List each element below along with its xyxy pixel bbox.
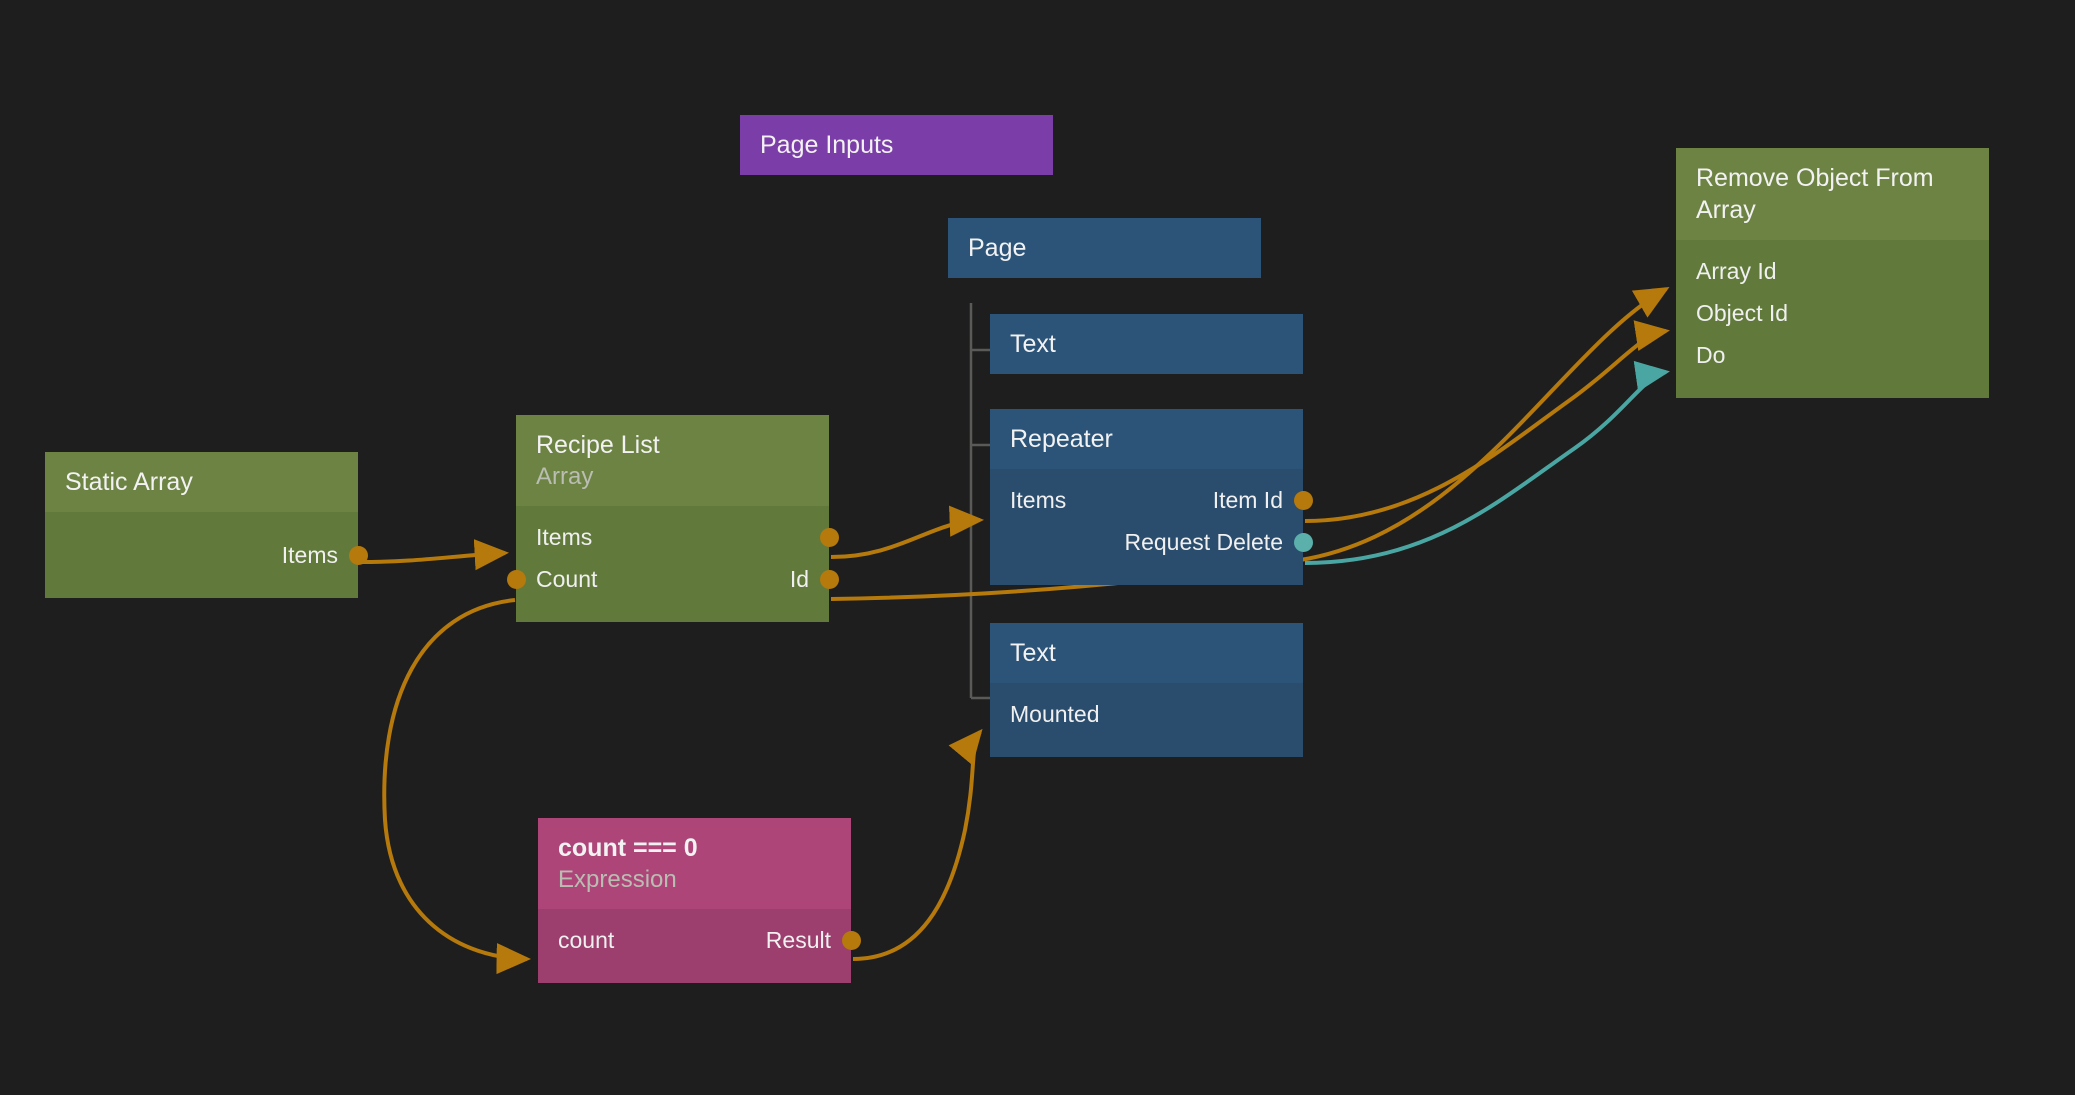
node-repeater-title: Repeater bbox=[1010, 425, 1113, 453]
port-dot-expression-result[interactable] bbox=[841, 930, 861, 950]
wire-recipe-list-out0-to-repeater-items bbox=[830, 505, 984, 559]
wire-expression-result-to-text-mounted bbox=[852, 728, 983, 961]
port-dot-repeater-request-delete[interactable] bbox=[1293, 532, 1313, 552]
port-dot-repeater-item-id[interactable] bbox=[1293, 490, 1313, 510]
port-row-recipe-list-count[interactable]: Count Id bbox=[506, 558, 839, 600]
port-label-repeater-item-id: Item Id bbox=[1212, 487, 1283, 513]
node-remove-object-from-array-title: Remove Object From Array bbox=[1696, 164, 1940, 224]
node-recipe-list-body: Items Count Id bbox=[506, 506, 839, 622]
node-expression-subtitle: Expression bbox=[558, 866, 677, 893]
node-expression-header[interactable]: count === 0 Expression bbox=[538, 818, 851, 909]
node-remove-object-from-array-header[interactable]: Remove Object From Array bbox=[1676, 148, 1989, 240]
port-row-remove-object-do[interactable]: Do bbox=[1676, 334, 1989, 376]
node-text-bottom[interactable]: Text Mounted bbox=[990, 623, 1303, 757]
port-row-repeater-items[interactable]: Items Item Id bbox=[990, 479, 1313, 521]
node-repeater-body: Items Item Id Request Delete bbox=[990, 469, 1313, 585]
wire-repeater-item-id-to-remove-object-object-id bbox=[1304, 320, 1670, 523]
port-row-expression-count[interactable]: count Result bbox=[538, 919, 861, 961]
node-expression[interactable]: count === 0 Expression count Result bbox=[538, 818, 861, 983]
port-row-repeater-request-delete[interactable]: Request Delete bbox=[990, 521, 1313, 563]
node-text-bottom-header[interactable]: Text bbox=[990, 623, 1303, 683]
node-remove-object-from-array-body: Array Id Object Id Do bbox=[1676, 240, 1989, 398]
port-label-repeater-items: Items bbox=[1010, 487, 1067, 513]
port-row-text-mounted[interactable]: Mounted bbox=[990, 693, 1303, 735]
node-page-inputs-title: Page Inputs bbox=[760, 131, 894, 159]
node-page-title: Page bbox=[968, 234, 1027, 262]
node-page[interactable]: Page bbox=[948, 218, 1261, 278]
port-label-remove-object-do: Do bbox=[1696, 342, 1726, 368]
port-row-recipe-list-items[interactable]: Items bbox=[516, 516, 839, 558]
port-dot-static-array-items[interactable] bbox=[348, 545, 368, 565]
node-text-top-header[interactable]: Text bbox=[990, 314, 1303, 374]
node-recipe-list-title: Recipe List bbox=[536, 431, 660, 459]
node-static-array[interactable]: Static Array Items bbox=[45, 452, 368, 598]
node-text-bottom-title: Text bbox=[1010, 639, 1056, 667]
port-label-remove-object-object-id: Object Id bbox=[1696, 300, 1789, 326]
port-dot-recipe-list-out0[interactable] bbox=[819, 527, 839, 547]
port-label-expression-result: Result bbox=[765, 927, 831, 953]
node-page-inputs-header[interactable]: Page Inputs bbox=[740, 115, 1053, 175]
port-row-remove-object-array-id[interactable]: Array Id bbox=[1676, 250, 1989, 292]
port-label-repeater-request-delete: Request Delete bbox=[1124, 529, 1283, 555]
port-label-remove-object-array-id: Array Id bbox=[1696, 258, 1777, 284]
node-text-bottom-body: Mounted bbox=[990, 683, 1303, 757]
port-dot-recipe-list-id[interactable] bbox=[819, 569, 839, 589]
node-expression-title: count === 0 bbox=[558, 834, 698, 862]
node-static-array-header[interactable]: Static Array bbox=[45, 452, 358, 512]
node-repeater-header[interactable]: Repeater bbox=[990, 409, 1303, 469]
node-page-header[interactable]: Page bbox=[948, 218, 1261, 278]
node-static-array-title: Static Array bbox=[65, 468, 193, 496]
node-repeater[interactable]: Repeater Items Item Id Request Delete bbox=[990, 409, 1313, 585]
port-row-remove-object-object-id[interactable]: Object Id bbox=[1676, 292, 1989, 334]
wire-recipe-list-count-to-expression-count bbox=[382, 598, 531, 975]
node-remove-object-from-array[interactable]: Remove Object From Array Array Id Object… bbox=[1676, 148, 1989, 398]
wire-static-array-items-to-recipe-list-items bbox=[359, 539, 509, 571]
node-text-top[interactable]: Text bbox=[990, 314, 1303, 374]
port-row-static-array-items[interactable]: Items bbox=[45, 534, 368, 576]
node-recipe-list-header[interactable]: Recipe List Array bbox=[516, 415, 829, 506]
wire-repeater-request-delete-to-remove-object-do bbox=[1304, 360, 1670, 565]
port-label-expression-count: count bbox=[558, 927, 615, 953]
port-label-recipe-list-items: Items bbox=[536, 524, 593, 550]
port-label-recipe-list-count: Count bbox=[536, 566, 598, 592]
node-recipe-list-subtitle: Array bbox=[536, 463, 594, 490]
port-dot-recipe-list-count[interactable] bbox=[506, 569, 526, 589]
node-recipe-list[interactable]: Recipe List Array Items Count Id bbox=[506, 415, 839, 622]
node-expression-body: count Result bbox=[538, 909, 861, 983]
port-label-text-mounted: Mounted bbox=[1010, 701, 1100, 727]
port-label-static-array-items: Items bbox=[281, 542, 338, 568]
node-page-inputs[interactable]: Page Inputs bbox=[740, 115, 1053, 175]
node-text-top-title: Text bbox=[1010, 330, 1056, 358]
node-static-array-body: Items bbox=[45, 512, 368, 598]
port-label-recipe-list-id: Id bbox=[789, 566, 809, 592]
